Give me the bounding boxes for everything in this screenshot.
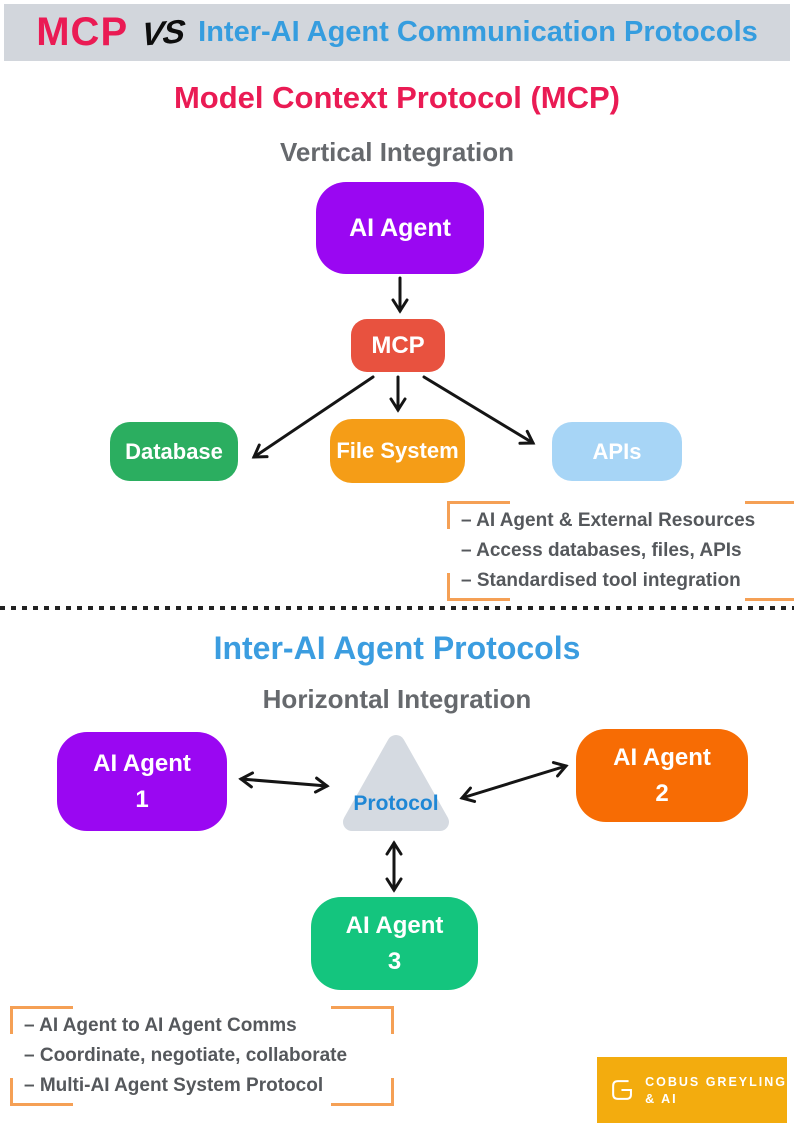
corner-bracket bbox=[10, 1078, 73, 1106]
corner-bracket bbox=[447, 501, 510, 529]
header-vs-label: VS bbox=[140, 11, 187, 53]
header-mcp-label: MCP bbox=[36, 10, 129, 54]
note-item: – Coordinate, negotiate, collaborate bbox=[24, 1045, 348, 1066]
note-item: – Standardised tool integration bbox=[461, 570, 741, 591]
note-item: – AI Agent & External Resources bbox=[461, 510, 756, 531]
node-apis-label: APIs bbox=[592, 438, 642, 464]
node-agent-3-label: AI Agent bbox=[345, 911, 444, 939]
mcp-notes-panel: – AI Agent & External Resources – Access… bbox=[447, 501, 794, 601]
dotted-divider bbox=[0, 606, 794, 610]
node-file-system-label: File System bbox=[336, 438, 459, 463]
node-agent-1-label: AI Agent bbox=[93, 749, 191, 777]
corner-bracket bbox=[447, 573, 510, 601]
corner-bracket bbox=[331, 1078, 394, 1106]
corner-bracket bbox=[10, 1006, 73, 1034]
node-agent-2-label: AI Agent bbox=[613, 743, 711, 771]
node-agent-1: AI Agent 1 bbox=[57, 732, 227, 831]
arrow-agent1-protocol bbox=[238, 771, 330, 794]
node-database-label: Database bbox=[125, 438, 223, 464]
node-agent-1-number: 1 bbox=[135, 785, 149, 813]
node-mcp-label: MCP bbox=[371, 331, 425, 359]
header-banner: MCP VS Inter-AI Agent Communication Prot… bbox=[4, 4, 790, 61]
note-item: – AI Agent to AI Agent Comms bbox=[24, 1015, 297, 1036]
corner-bracket bbox=[331, 1006, 394, 1034]
node-database: Database bbox=[110, 422, 238, 481]
mcp-section-subtitle: Vertical Integration bbox=[279, 137, 515, 167]
brand-logo: COBUS GREYLING & AI bbox=[597, 1057, 787, 1123]
corner-bracket bbox=[745, 573, 794, 601]
node-ai-agent: AI Agent bbox=[316, 182, 484, 274]
node-apis: APIs bbox=[552, 422, 682, 481]
brand-text: COBUS GREYLING & AI bbox=[645, 1075, 787, 1106]
protocol-triangle bbox=[343, 735, 449, 831]
node-agent-3-number: 3 bbox=[387, 947, 402, 975]
brand-suffix: & AI bbox=[645, 1091, 678, 1106]
node-ai-agent-label: AI Agent bbox=[349, 213, 451, 242]
node-mcp: MCP bbox=[351, 319, 445, 372]
note-item: – Access databases, files, APIs bbox=[461, 540, 742, 561]
node-agent-2-number: 2 bbox=[655, 779, 669, 807]
note-item: – Multi-AI Agent System Protocol bbox=[24, 1075, 324, 1096]
protocol-label: Protocol bbox=[353, 792, 439, 815]
corner-bracket bbox=[745, 501, 794, 529]
agent-notes-panel: – AI Agent to AI Agent Comms – Coordinat… bbox=[10, 1006, 394, 1106]
brand-g-icon bbox=[612, 1080, 632, 1100]
inter-section-subtitle: Horizontal Integration bbox=[262, 684, 532, 714]
brand-name: COBUS GREYLING bbox=[645, 1074, 787, 1089]
node-agent-3: AI Agent 3 bbox=[311, 897, 478, 990]
node-agent-2: AI Agent 2 bbox=[576, 729, 748, 822]
header-title: Inter-AI Agent Communication Protocols bbox=[198, 16, 758, 48]
mcp-section-title: Model Context Protocol (MCP) bbox=[173, 80, 621, 115]
inter-section-title: Inter-AI Agent Protocols bbox=[213, 630, 581, 666]
arrow-agent2-protocol bbox=[459, 761, 569, 803]
node-file-system: File System bbox=[330, 419, 465, 483]
